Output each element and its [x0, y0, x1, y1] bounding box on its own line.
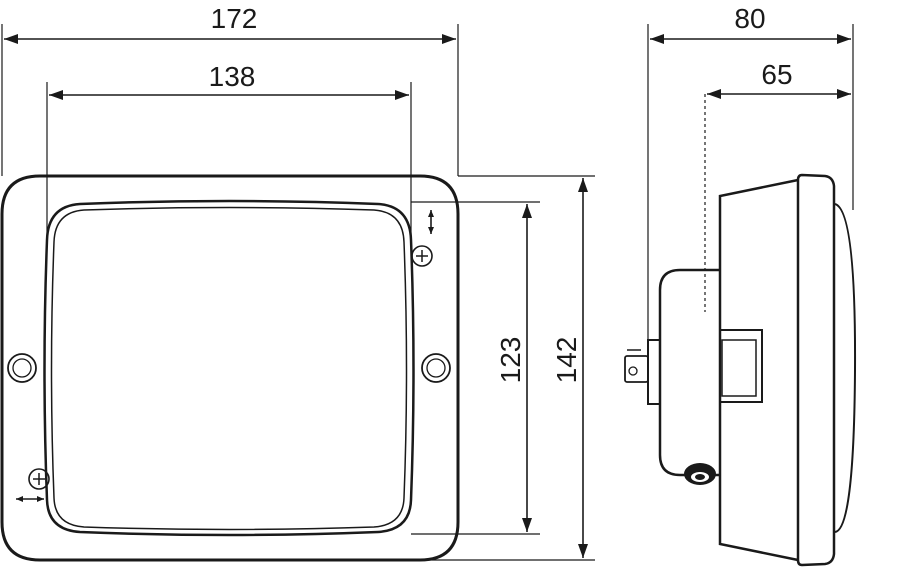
- lens-dome: [834, 203, 857, 533]
- cable-gland-icon: [684, 463, 716, 485]
- mounting-hole-icon: [7, 353, 37, 383]
- mounting-bracket-inner: [721, 339, 757, 397]
- lens-outer: [43, 199, 415, 537]
- mounting-bracket: [719, 329, 763, 403]
- screw-head-icon: [28, 468, 50, 490]
- front-rim: [796, 173, 836, 567]
- dimension-label-overall-height: 142: [551, 337, 582, 384]
- dimension-label-inner-height: 123: [495, 337, 526, 384]
- dimension-label-inner-width: 138: [209, 61, 256, 92]
- dimension-label-overall-width: 172: [211, 3, 258, 34]
- dimension-label-body-depth: 65: [761, 59, 792, 90]
- front-view: 172 138 123 142: [0, 3, 595, 562]
- lens-inner: [50, 206, 408, 531]
- screw-head-icon: [411, 245, 433, 267]
- front-frame-outline: [0, 174, 460, 562]
- connector-plug: [647, 339, 660, 405]
- housing-body: [718, 178, 799, 562]
- dimension-label-total-depth: 80: [734, 3, 765, 34]
- rear-housing: [658, 268, 720, 477]
- connector-terminal: [624, 355, 649, 383]
- mounting-hole-icon: [421, 353, 451, 383]
- side-view: 80 65: [624, 3, 857, 567]
